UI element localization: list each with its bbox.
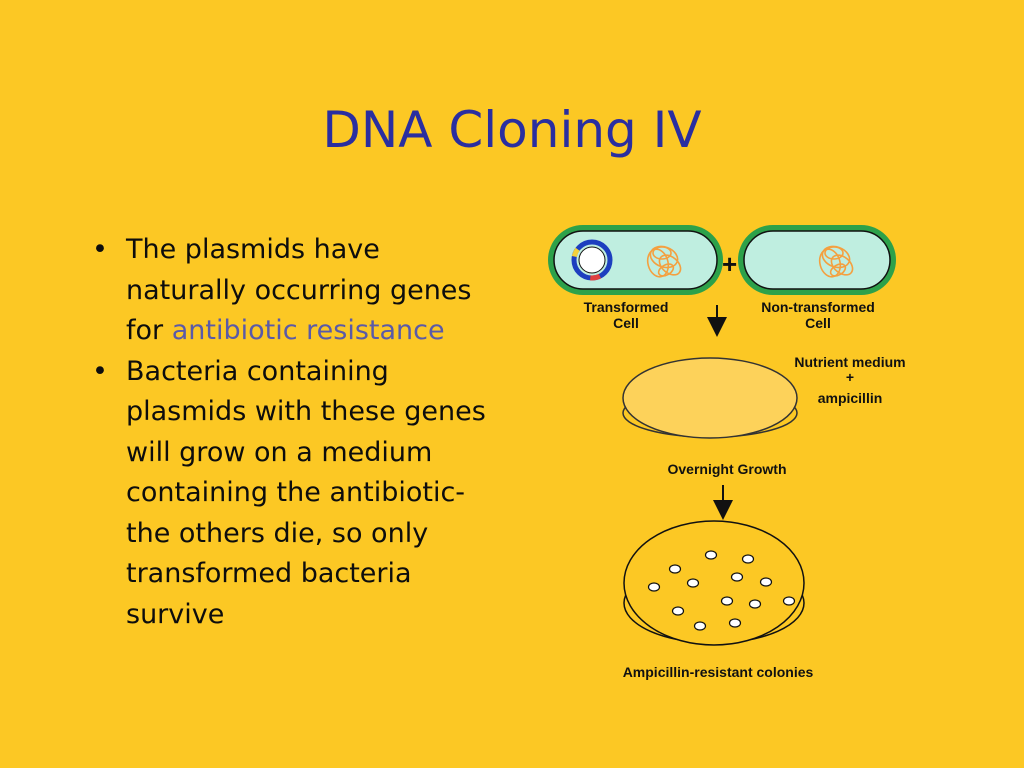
bullet-marker: •	[92, 234, 108, 265]
non-transformed-label-line1: Non-transformed	[761, 299, 875, 315]
colony-dots	[647, 550, 796, 631]
plus-sign: +	[722, 249, 737, 279]
bullet-text: The plasmids have naturally occurring ge…	[126, 234, 472, 346]
nutrient-dish	[622, 357, 798, 439]
bullet-highlight-text: antibiotic resistance	[171, 315, 445, 346]
transformed-label-line2: Cell	[613, 315, 639, 331]
colony-dish	[623, 520, 805, 646]
transformed-label-line1: Transformed	[584, 299, 669, 315]
colonies-label: Ampicillin-resistant colonies	[623, 664, 814, 680]
medium-label-line3: ampicillin	[818, 390, 883, 406]
dna-tangle-icon	[646, 245, 682, 278]
non-transformed-label-line2: Cell	[805, 315, 831, 331]
slide-title: DNA Cloning IV	[322, 101, 702, 159]
transformed-cell	[548, 225, 723, 295]
bullet-list: • The plasmids have naturally occurring …	[88, 230, 508, 635]
bullet-text: Bacteria containing plasmids with these …	[126, 355, 486, 630]
overnight-growth-label: Overnight Growth	[668, 461, 787, 477]
dna-tangle-icon	[818, 245, 854, 278]
medium-label-line1: Nutrient medium	[794, 354, 905, 370]
bullet-item-2: • Bacteria containing plasmids with thes…	[88, 352, 508, 636]
cloning-diagram: + Transformed Cell Non-transformed Cell …	[548, 225, 906, 680]
plasmid-icon	[571, 239, 613, 281]
non-transformed-cell	[738, 225, 896, 295]
medium-label-line2: +	[846, 369, 854, 385]
bullet-marker: •	[92, 355, 108, 387]
bullet-item-1: • The plasmids have naturally occurring …	[88, 230, 508, 352]
